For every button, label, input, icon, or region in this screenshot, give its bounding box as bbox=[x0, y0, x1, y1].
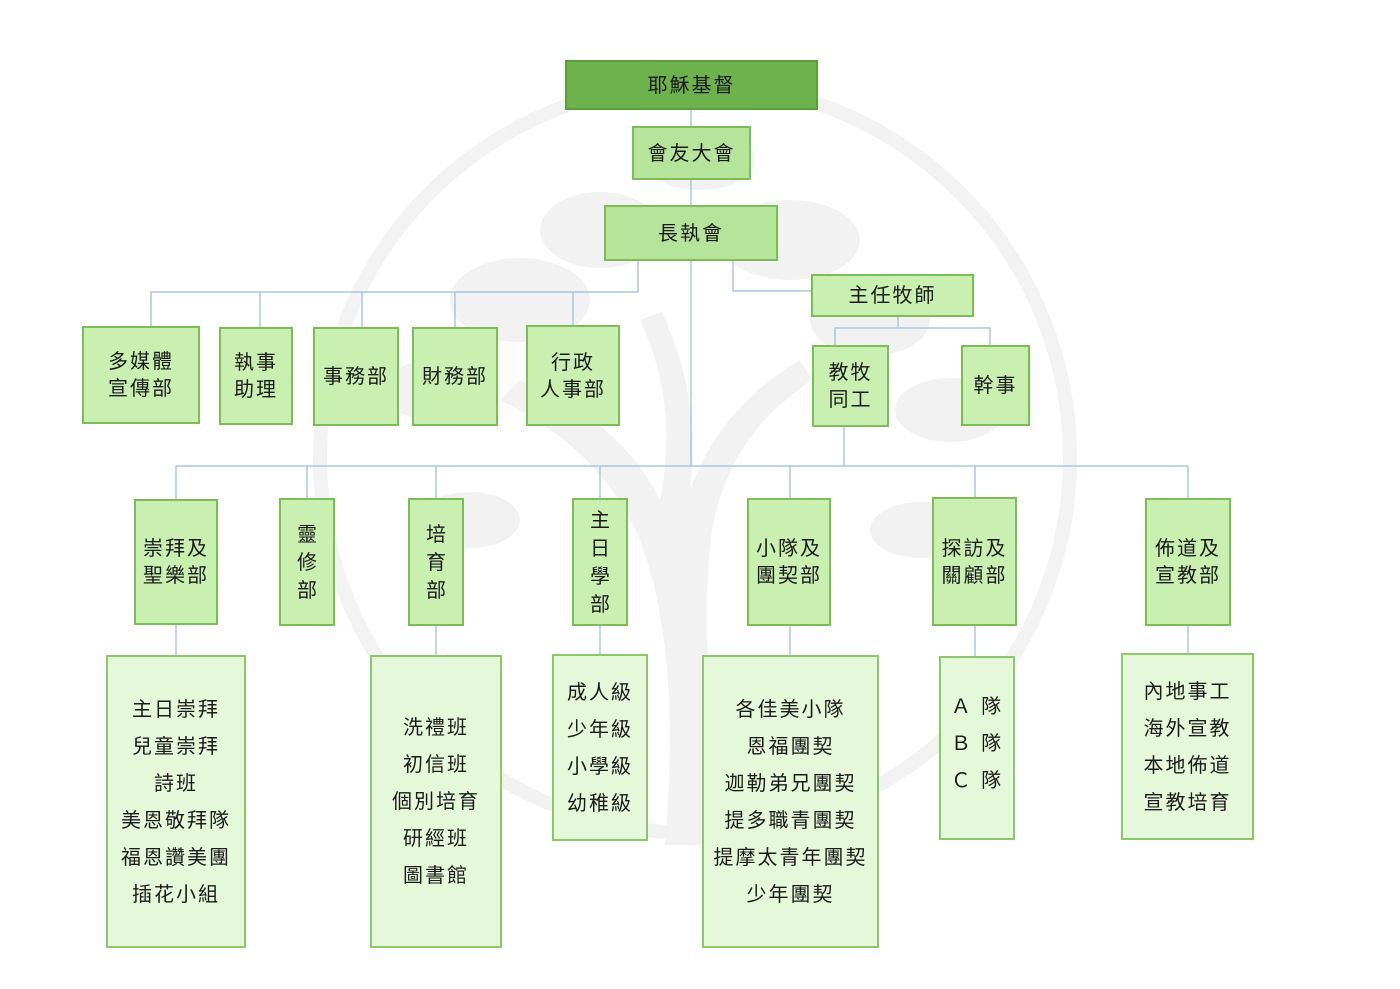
fellowship-dept-label: 小隊及 團契部 bbox=[756, 536, 822, 587]
list-item: Ａ 隊 bbox=[950, 694, 1004, 718]
finance-label: 財務部 bbox=[422, 364, 488, 388]
pastoral-staff-box: 教牧 同工 bbox=[812, 345, 889, 427]
list-item: 各佳美小隊 bbox=[735, 696, 846, 721]
list-item: 研經班 bbox=[403, 826, 469, 850]
officer-box: 幹事 bbox=[961, 345, 1030, 426]
list-item: 福恩讚美團 bbox=[121, 844, 231, 869]
fellowship-dept-box: 小隊及 團契部 bbox=[747, 498, 831, 626]
list-item: Ｂ 隊 bbox=[950, 731, 1004, 755]
list-item: 提多職青團契 bbox=[724, 807, 857, 832]
multimedia-label: 多媒體 宣傳部 bbox=[108, 349, 174, 400]
senior-pastor-label: 主任牧師 bbox=[848, 283, 937, 307]
list-item: Ｃ 隊 bbox=[950, 768, 1004, 792]
list-item: 內地事工 bbox=[1143, 678, 1232, 703]
officer-label: 幹事 bbox=[973, 373, 1018, 397]
admin-hr-label: 行政 人事部 bbox=[540, 349, 606, 401]
board-label: 長執會 bbox=[658, 220, 724, 245]
pastoral-staff-label: 教牧 同工 bbox=[828, 360, 873, 411]
list-item: 迦勒弟兄團契 bbox=[724, 770, 857, 795]
worship-ministries-list: 主日崇拜 兒童崇拜 詩班 美恩敬拜隊 福恩讚美團 插花小組 bbox=[121, 691, 231, 913]
root-label: 耶穌基督 bbox=[647, 72, 736, 97]
affairs-label: 事務部 bbox=[323, 364, 389, 388]
worship-dept-label: 崇拜及 聖樂部 bbox=[143, 536, 209, 587]
list-item: 成人級 bbox=[567, 679, 633, 704]
fellowship-ministries-box: 各佳美小隊 恩福團契 迦勒弟兄團契 提多職青團契 提摩太青年團契 少年團契 bbox=[702, 655, 879, 948]
root-box: 耶穌基督 bbox=[565, 60, 818, 110]
nurture-dept-label: 培 育 部 bbox=[426, 522, 448, 602]
sunday-school-ministries-list: 成人級 少年級 小學級 幼稚級 bbox=[567, 674, 633, 822]
nurture-ministries-list: 洗禮班 初信班 個別培育 研經班 圖書館 bbox=[392, 709, 480, 894]
worship-dept-box: 崇拜及 聖樂部 bbox=[134, 499, 218, 625]
list-item: 個別培育 bbox=[392, 789, 480, 813]
list-item: 小學級 bbox=[567, 753, 633, 778]
list-item: 少年級 bbox=[567, 716, 633, 741]
assembly-box: 會友大會 bbox=[632, 126, 751, 180]
mission-ministries-box: 內地事工 海外宣教 本地佈道 宣教培育 bbox=[1121, 653, 1254, 840]
visitation-teams-box: Ａ 隊 Ｂ 隊 Ｃ 隊 bbox=[939, 656, 1015, 840]
spiritual-dept-box: 靈 修 部 bbox=[279, 498, 335, 626]
list-item: 美恩敬拜隊 bbox=[121, 807, 231, 832]
sunday-school-dept-box: 主 日 學 部 bbox=[572, 498, 628, 626]
mission-ministries-list: 內地事工 海外宣教 本地佈道 宣教培育 bbox=[1144, 673, 1232, 821]
list-item: 本地佈道 bbox=[1143, 752, 1232, 777]
deacon-assistant-label: 執事 助理 bbox=[234, 350, 278, 401]
mission-dept-box: 佈道及 宣教部 bbox=[1145, 498, 1231, 626]
visitation-teams-list: Ａ 隊 Ｂ 隊 Ｃ 隊 bbox=[951, 688, 1003, 799]
deacon-assistant-box: 執事 助理 bbox=[219, 327, 293, 425]
sunday-school-dept-label: 主 日 學 部 bbox=[590, 508, 612, 616]
nurture-ministries-box: 洗禮班 初信班 個別培育 研經班 圖書館 bbox=[370, 655, 502, 948]
mission-dept-label: 佈道及 宣教部 bbox=[1155, 536, 1221, 587]
list-item: 主日崇拜 bbox=[132, 696, 220, 721]
list-item: 詩班 bbox=[154, 770, 198, 795]
affairs-box: 事務部 bbox=[313, 327, 399, 426]
list-item: 幼稚級 bbox=[567, 790, 633, 815]
list-item: 兒童崇拜 bbox=[132, 733, 220, 758]
nurture-dept-box: 培 育 部 bbox=[408, 498, 464, 626]
list-item: 插花小組 bbox=[132, 881, 220, 906]
list-item: 洗禮班 bbox=[403, 715, 469, 739]
list-item: 初信班 bbox=[403, 752, 469, 776]
visitation-dept-box: 探訪及 關顧部 bbox=[932, 497, 1017, 626]
list-item: 提摩太青年團契 bbox=[713, 844, 868, 869]
fellowship-ministries-list: 各佳美小隊 恩福團契 迦勒弟兄團契 提多職青團契 提摩太青年團契 少年團契 bbox=[714, 691, 868, 913]
finance-box: 財務部 bbox=[412, 327, 498, 426]
list-item: 恩福團契 bbox=[746, 733, 835, 758]
multimedia-box: 多媒體 宣傳部 bbox=[82, 326, 200, 424]
assembly-label: 會友大會 bbox=[647, 140, 736, 165]
visitation-dept-label: 探訪及 關顧部 bbox=[941, 535, 1008, 587]
list-item: 宣教培育 bbox=[1143, 789, 1232, 814]
senior-pastor-box: 主任牧師 bbox=[811, 274, 974, 317]
sunday-school-ministries-box: 成人級 少年級 小學級 幼稚級 bbox=[552, 654, 648, 841]
list-item: 海外宣教 bbox=[1143, 715, 1232, 740]
worship-ministries-box: 主日崇拜 兒童崇拜 詩班 美恩敬拜隊 福恩讚美團 插花小組 bbox=[106, 655, 246, 948]
admin-hr-box: 行政 人事部 bbox=[526, 325, 620, 426]
list-item: 少年團契 bbox=[746, 881, 835, 906]
list-item: 圖書館 bbox=[403, 863, 469, 887]
board-box: 長執會 bbox=[604, 205, 778, 261]
spiritual-dept-label: 靈 修 部 bbox=[297, 522, 319, 602]
